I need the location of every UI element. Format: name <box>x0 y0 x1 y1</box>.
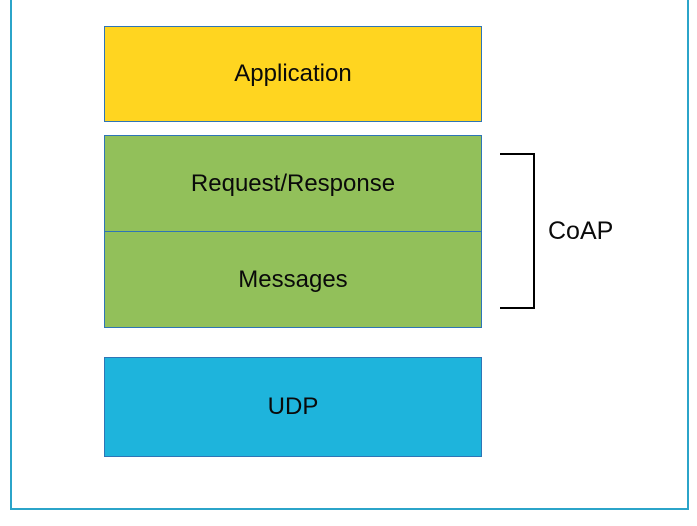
frame-bottom-border <box>10 508 689 510</box>
layer-label-application: Application <box>234 60 352 87</box>
coap-annotation-label: CoAP <box>548 217 614 245</box>
frame-right-border <box>687 0 689 510</box>
layer-box-messages: Messages <box>104 232 482 328</box>
layer-box-request-response: Request/Response <box>104 135 482 232</box>
layer-label-messages: Messages <box>238 265 348 293</box>
layer-box-udp: UDP <box>104 357 482 457</box>
layer-label-udp: UDP <box>267 393 319 420</box>
layer-label-request-response: Request/Response <box>190 169 396 197</box>
layer-box-application: Application <box>104 26 482 122</box>
coap-grouping-bracket <box>500 153 535 309</box>
frame-left-border <box>10 0 12 510</box>
